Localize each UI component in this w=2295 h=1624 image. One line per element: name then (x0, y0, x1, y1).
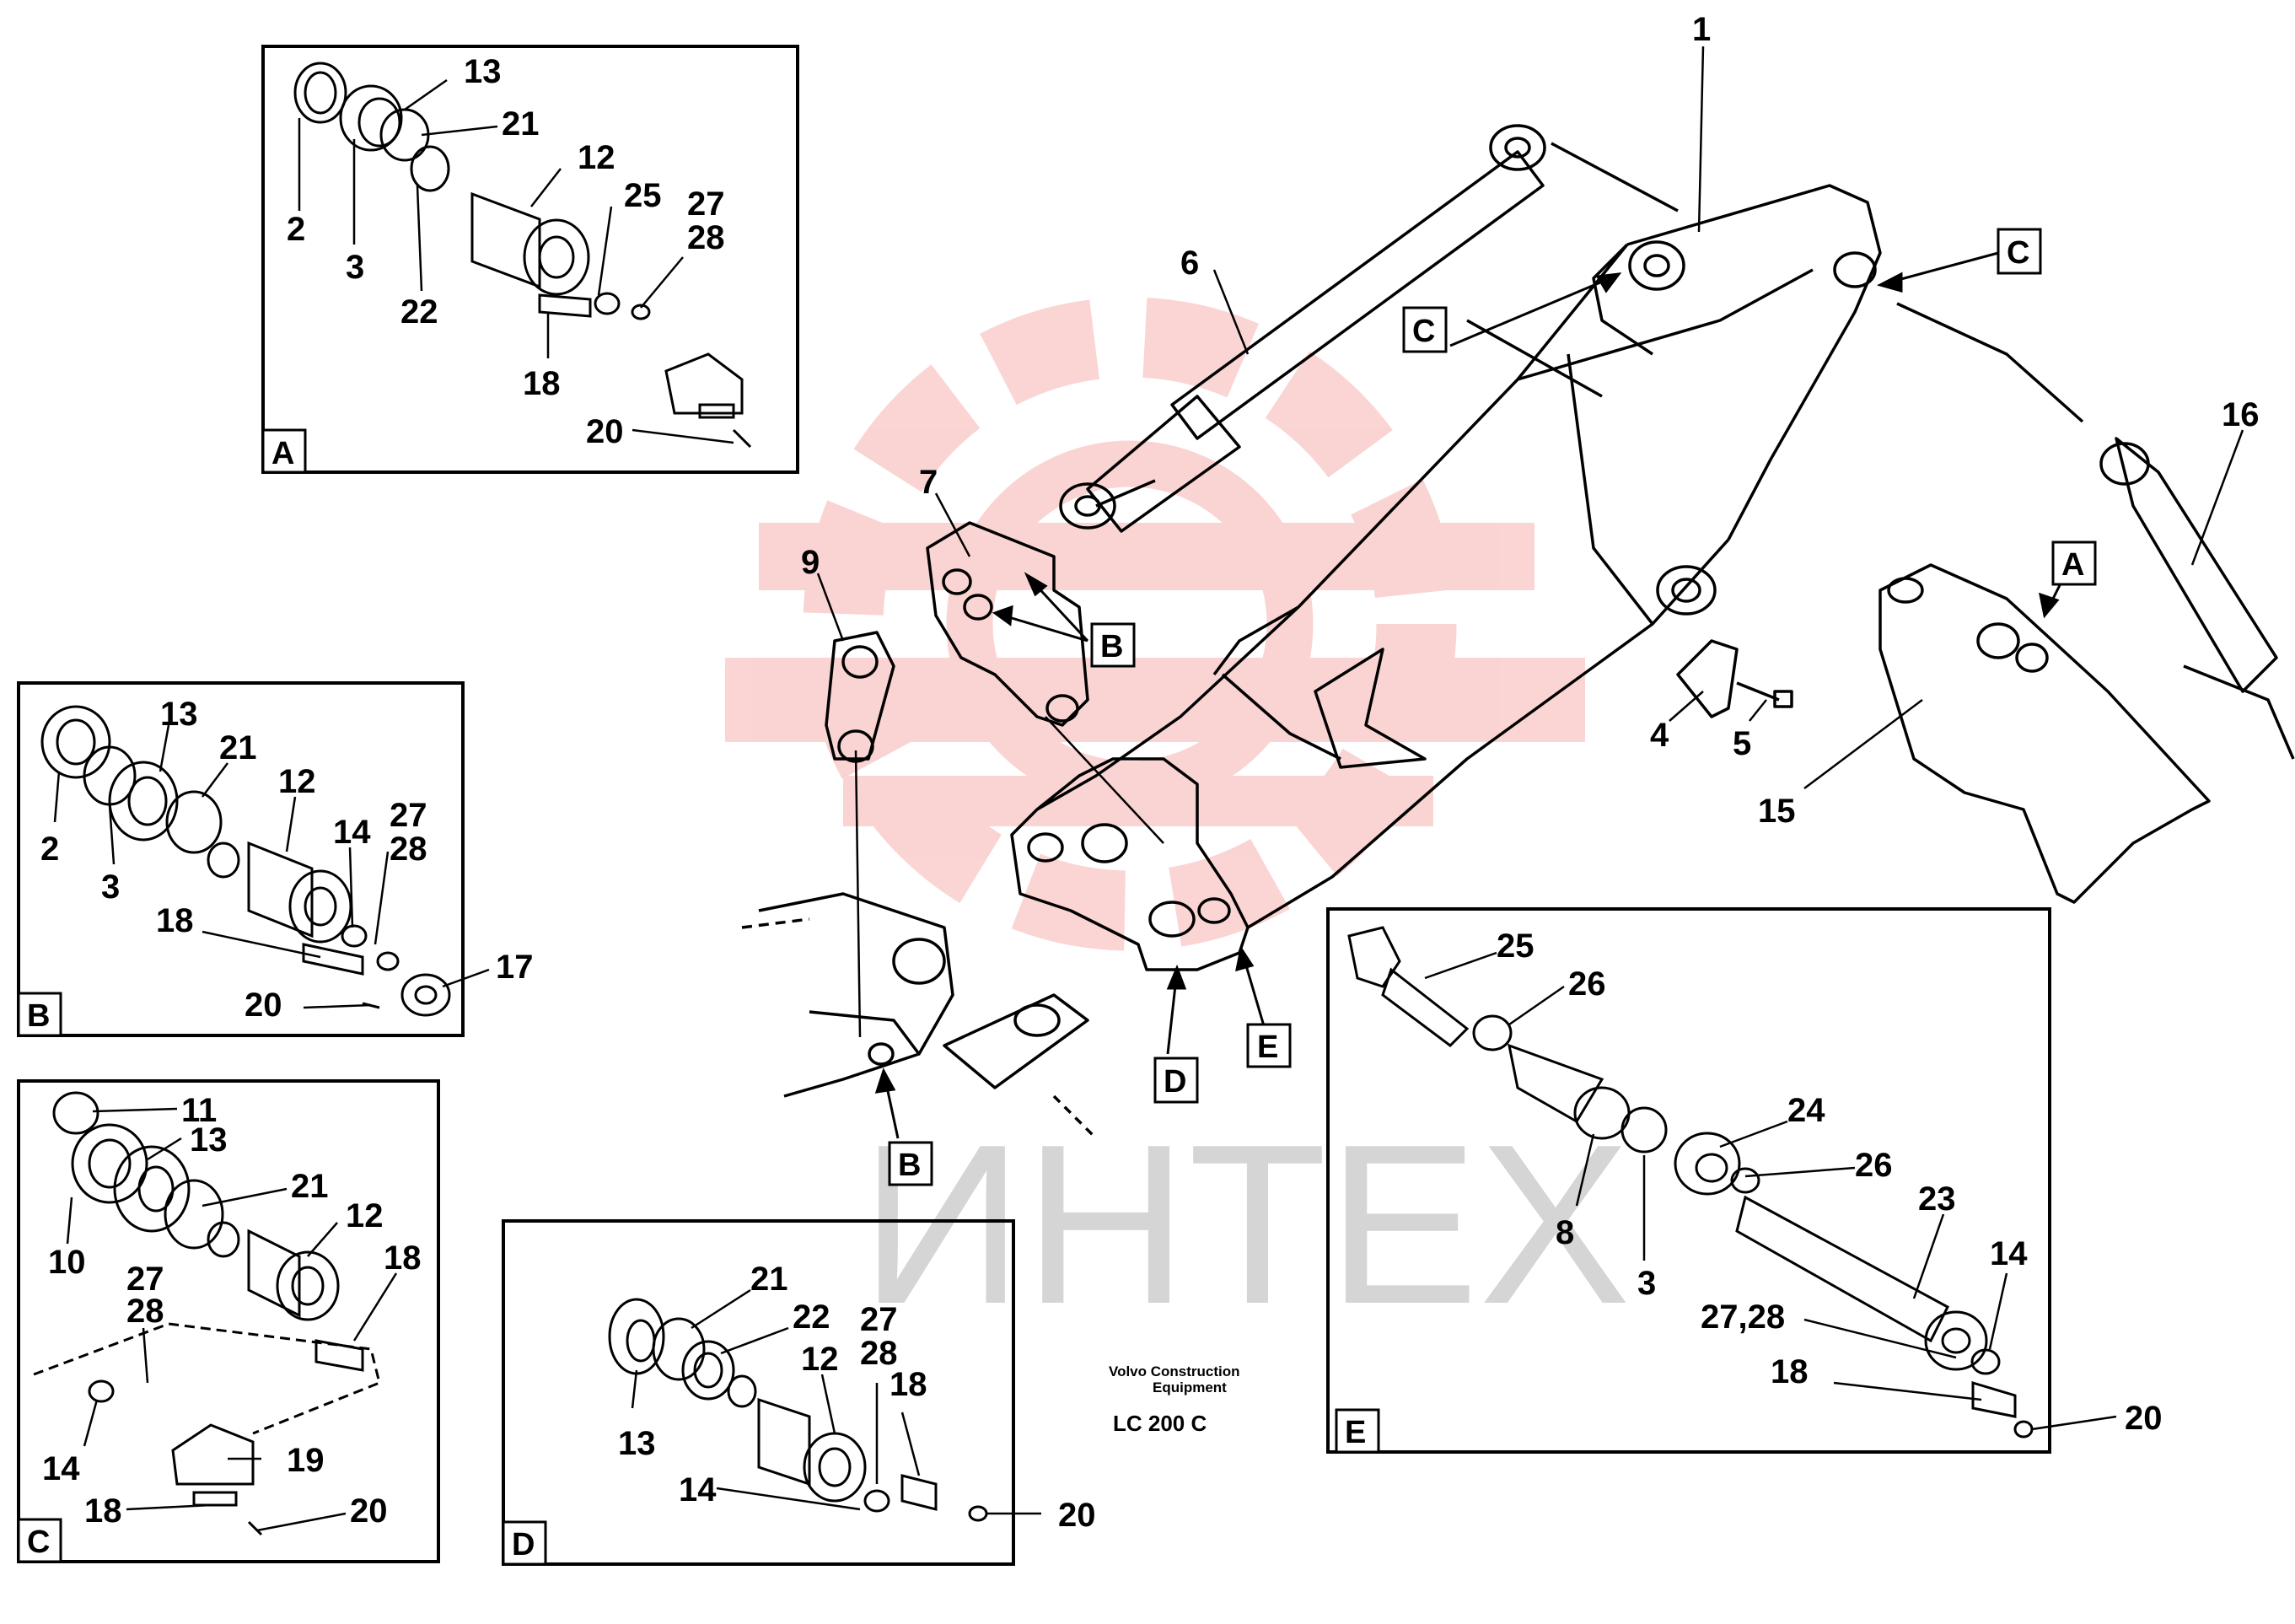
callout-4: 4 (1650, 717, 1669, 754)
caption-maker: Volvo Construction (1109, 1363, 1240, 1379)
panel-e-18: 18 (1771, 1353, 1809, 1390)
panel-d: D 21 22 27 28 18 12 13 14 (502, 1219, 1096, 1566)
panel-e-23: 23 (1918, 1180, 1956, 1218)
panel-e-24: 24 (1787, 1092, 1825, 1129)
panel-e-20: 20 (2125, 1400, 2163, 1437)
svg-text:B: B (898, 1148, 921, 1183)
panel-d-14: 14 (679, 1471, 717, 1508)
panel-c-10: 10 (48, 1244, 86, 1281)
panel-e: E 25 (1326, 907, 2163, 1454)
panel-a-13: 13 (464, 53, 502, 90)
panel-e-3: 3 (1637, 1265, 1656, 1302)
panel-e-26: 26 (1568, 965, 1606, 1003)
panel-b-3: 3 (101, 868, 120, 906)
panel-b-13: 13 (160, 696, 198, 733)
callout-1: 1 (1692, 11, 1711, 48)
caption-model: LC 200 C (1113, 1411, 1207, 1436)
svg-text:D: D (1164, 1064, 1186, 1100)
panel-e-27-28: 27,28 (1701, 1299, 1785, 1336)
watermark-logo (725, 297, 1585, 951)
panel-c-12: 12 (346, 1197, 384, 1234)
panel-a-3: 3 (346, 249, 364, 286)
main-assembly (741, 124, 2295, 1140)
callout-7: 7 (919, 464, 938, 501)
panel-b-21: 21 (219, 729, 257, 766)
caption-maker2: Equipment (1153, 1379, 1227, 1395)
panel-b: B 13 21 12 (17, 681, 534, 1037)
callout-5: 5 (1733, 725, 1751, 762)
panel-c-27: 27 (126, 1261, 164, 1298)
callout-6: 6 (1180, 245, 1199, 282)
panel-d-20: 20 (1058, 1497, 1096, 1534)
panel-a-25: 25 (624, 177, 662, 214)
callout-16: 16 (2222, 396, 2260, 433)
panel-a-27: 27 (687, 186, 725, 223)
ref-tag-c-right: C (1997, 228, 2042, 275)
panel-b-17: 17 (496, 949, 534, 986)
panel-d-27: 27 (860, 1301, 898, 1338)
ref-tag-a: A (2051, 540, 2097, 586)
svg-text:E: E (1345, 1415, 1366, 1450)
panel-e-26b: 26 (1855, 1147, 1893, 1184)
panel-b-27: 27 (390, 797, 427, 834)
ref-tag-b-upper: B (1090, 622, 1136, 668)
ref-tag-b-lower: B (888, 1141, 933, 1186)
panel-c-28: 28 (126, 1293, 164, 1330)
panel-c-21: 21 (291, 1168, 329, 1205)
svg-text:A: A (2061, 547, 2084, 583)
panel-b-20: 20 (245, 987, 282, 1024)
panel-b-14: 14 (333, 814, 371, 851)
svg-text:D: D (512, 1527, 535, 1562)
watermark-text: ИНТЕХ (860, 1098, 1631, 1352)
svg-text:A: A (271, 436, 294, 471)
panel-d-22: 22 (793, 1299, 830, 1336)
ref-arrows (874, 251, 2072, 1139)
panel-c-18: 18 (384, 1240, 422, 1277)
panel-b-2: 2 (40, 831, 59, 868)
panel-d-13: 13 (618, 1425, 656, 1462)
svg-text:C: C (2007, 235, 2029, 271)
panel-a-2: 2 (287, 211, 305, 248)
panel-c: C 11 (17, 1079, 440, 1563)
panel-a: A 13 21 12 (261, 45, 799, 474)
panel-c-19: 19 (287, 1442, 325, 1479)
panel-c-14: 14 (42, 1450, 80, 1487)
svg-text:E: E (1257, 1030, 1278, 1065)
panel-a-20: 20 (586, 413, 624, 450)
ref-tag-c-left: C (1402, 306, 1448, 353)
panel-e-25: 25 (1497, 928, 1534, 965)
panel-d-21: 21 (750, 1261, 788, 1298)
panel-a-12: 12 (578, 139, 615, 176)
panel-a-22: 22 (400, 293, 438, 331)
panel-a-28: 28 (687, 219, 725, 256)
panel-b-12: 12 (278, 763, 316, 800)
ref-tag-e: E (1246, 1023, 1292, 1068)
panel-b-18: 18 (156, 902, 194, 939)
panel-e-14: 14 (1990, 1235, 2028, 1272)
panel-d-28: 28 (860, 1335, 898, 1372)
panel-c-18b: 18 (84, 1492, 122, 1530)
svg-text:B: B (27, 998, 50, 1034)
ref-tag-d: D (1153, 1057, 1199, 1104)
callout-9: 9 (801, 544, 820, 581)
panel-a-21: 21 (502, 105, 540, 143)
panel-d-18: 18 (890, 1366, 927, 1403)
panel-b-28: 28 (390, 831, 427, 868)
main-leaders (816, 46, 2244, 1038)
panel-d-12: 12 (801, 1341, 839, 1378)
panel-e-8: 8 (1556, 1214, 1574, 1251)
panel-c-13: 13 (190, 1121, 228, 1159)
panel-a-18: 18 (523, 365, 561, 402)
svg-text:B: B (1100, 629, 1123, 664)
callout-15: 15 (1758, 793, 1796, 830)
panel-c-20: 20 (350, 1492, 388, 1530)
panel-c-11: 11 (181, 1092, 217, 1129)
svg-text:C: C (27, 1525, 50, 1560)
svg-text:C: C (1412, 314, 1435, 349)
